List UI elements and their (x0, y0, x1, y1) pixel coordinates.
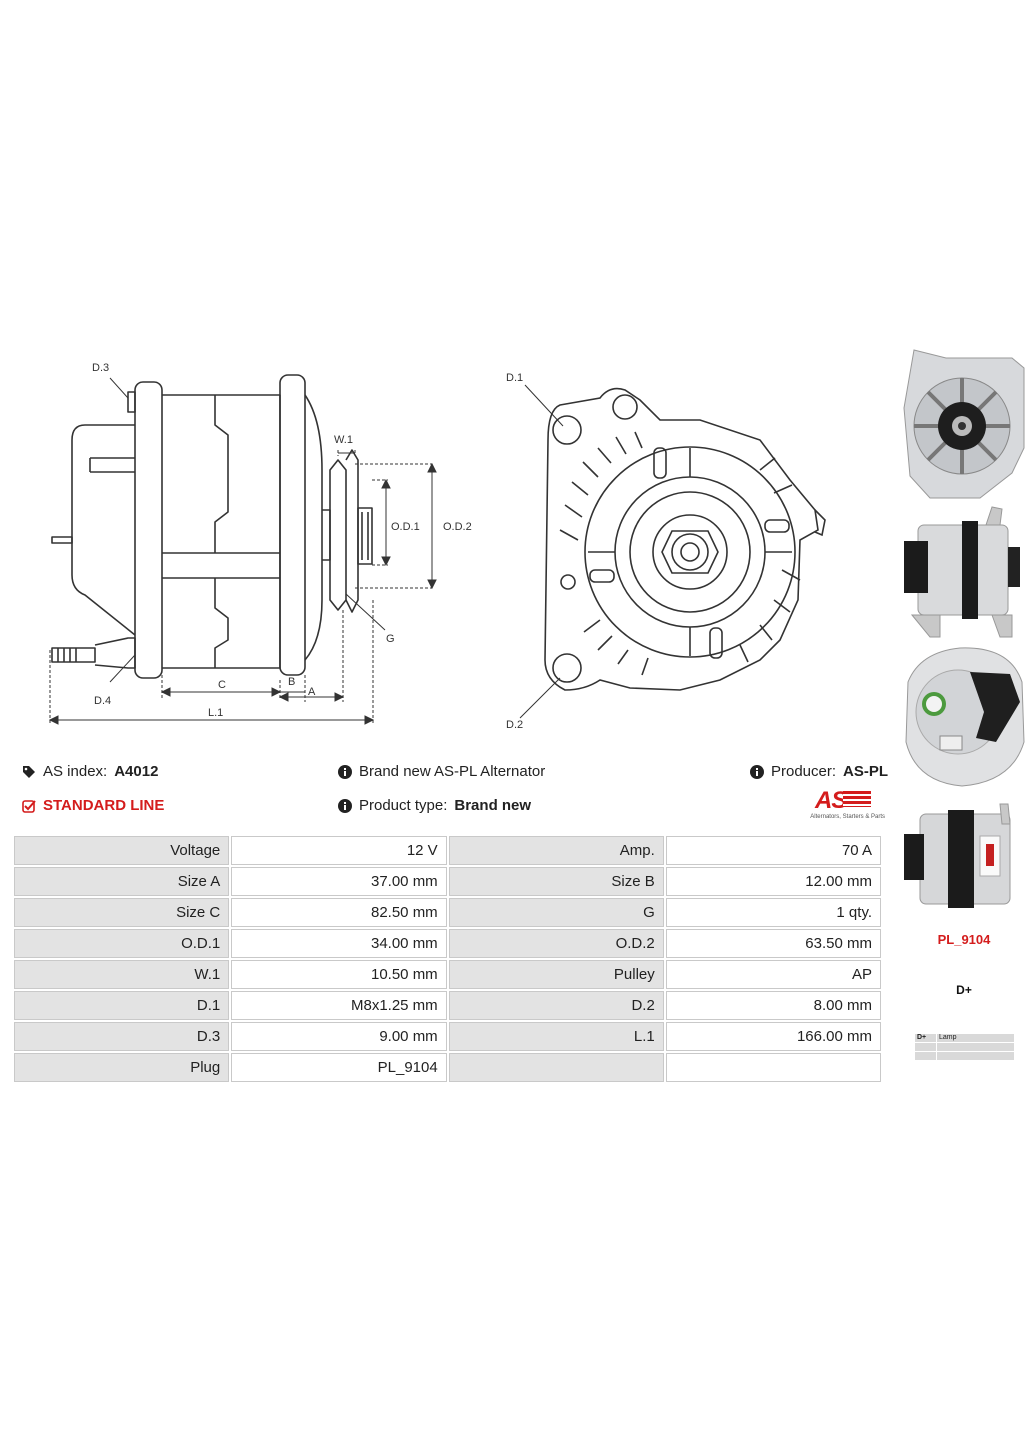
pin-description (937, 1052, 1014, 1060)
product-type-label: Product type: (359, 797, 448, 814)
spec-value: 82.50 mm (231, 898, 447, 927)
label-d4: D.4 (94, 695, 111, 707)
photo-front-view (903, 349, 1025, 499)
pin-row (915, 1052, 1014, 1060)
label-d2: D.2 (506, 719, 523, 731)
producer-label: Producer: (771, 763, 837, 780)
front-view-drawing (544, 387, 826, 691)
photo-rear-view (905, 647, 1025, 787)
spec-value: 63.50 mm (665, 929, 881, 958)
product-type: Product type: Brand new (338, 797, 531, 814)
spec-label: Size A (14, 867, 230, 896)
spec-value: 70 A (665, 836, 881, 865)
logo-stripes (843, 791, 871, 807)
product-line: STANDARD LINE (22, 797, 164, 814)
pulley-side (329, 459, 347, 611)
standard-line-label: STANDARD LINE (43, 797, 165, 814)
label-g: G (386, 633, 395, 645)
label-d3: D.3 (92, 362, 109, 374)
photo-label-side (904, 803, 1011, 908)
pin-id (915, 1043, 936, 1051)
logo-tagline: Alternators, Starters & Parts (810, 814, 885, 820)
technical-drawing: D.3 D.4 W.1 O.D.1 O.D.2 G C B A L.1 D.1 … (48, 362, 826, 731)
checkbox-checked-icon (22, 799, 36, 813)
as-index: AS index: A4012 (22, 763, 158, 780)
producer: Producer: AS-PL (750, 763, 888, 780)
as-index-label: AS index: (43, 763, 108, 780)
info-icon (750, 764, 764, 779)
description: Brand new AS-PL Alternator (338, 763, 545, 780)
photo-side-view (904, 506, 1020, 638)
spec-label: W.1 (14, 960, 230, 989)
front-bracket (279, 374, 306, 676)
label-od2: O.D.2 (443, 521, 472, 533)
spec-value (665, 1053, 881, 1082)
label-w1: W.1 (334, 434, 353, 446)
spec-label: Voltage (14, 836, 230, 865)
pin-id (915, 1052, 936, 1060)
spec-label: G (448, 898, 664, 927)
spec-value: 12 V (231, 836, 447, 865)
info-icon (338, 764, 352, 779)
spec-value: 34.00 mm (231, 929, 447, 958)
spec-label: D.3 (14, 1022, 230, 1051)
plug-name: PL_9104 (937, 932, 991, 947)
spec-value: M8x1.25 mm (231, 991, 447, 1020)
plug-pin-table: D+Lamp (914, 1033, 1015, 1061)
pin-row (915, 1043, 1014, 1051)
spec-label (448, 1053, 664, 1082)
spec-value: AP (665, 960, 881, 989)
pin-description (937, 1043, 1014, 1051)
spec-label: Pulley (448, 960, 664, 989)
label-b: B (288, 676, 295, 688)
spec-label: Size B (448, 867, 664, 896)
as-pl-logo: AS Alternators, Starters & Parts (785, 787, 885, 823)
as-index-value: A4012 (114, 763, 159, 780)
spec-label: L.1 (448, 1022, 664, 1051)
spec-label: O.D.1 (14, 929, 230, 958)
label-od1: O.D.1 (391, 521, 420, 533)
rear-bracket (134, 381, 163, 679)
spec-value: 12.00 mm (665, 867, 881, 896)
spec-value: 9.00 mm (231, 1022, 447, 1051)
product-type-value: Brand new (454, 797, 532, 814)
tags-icon (23, 765, 35, 778)
spec-value: 37.00 mm (231, 867, 447, 896)
spec-label: Size C (14, 898, 230, 927)
plug-pins-title: D+ (956, 983, 972, 997)
spec-value: PL_9104 (231, 1053, 447, 1082)
spec-value: 10.50 mm (231, 960, 447, 989)
rear-cover-outline (71, 424, 136, 636)
logo-mark: AS (815, 787, 847, 814)
label-c: C (218, 679, 226, 691)
terminal-stud (51, 536, 73, 544)
spec-value: 8.00 mm (665, 991, 881, 1020)
pin-description: Lamp (937, 1034, 1014, 1042)
spec-label: Plug (14, 1053, 230, 1082)
spec-label: Amp. (448, 836, 664, 865)
pin-row: D+Lamp (915, 1034, 1014, 1042)
producer-value: AS-PL (843, 763, 889, 780)
label-d1: D.1 (506, 372, 523, 384)
spec-value: 1 qty. (665, 898, 881, 927)
label-a: A (308, 686, 316, 698)
info-icon (338, 798, 352, 813)
spec-label: O.D.2 (448, 929, 664, 958)
spec-label: D.2 (448, 991, 664, 1020)
spec-label: D.1 (14, 991, 230, 1020)
description-text: Brand new AS-PL Alternator (359, 763, 546, 780)
pin-id: D+ (915, 1034, 936, 1042)
label-l1: L.1 (208, 707, 223, 719)
spec-value: 166.00 mm (665, 1022, 881, 1051)
